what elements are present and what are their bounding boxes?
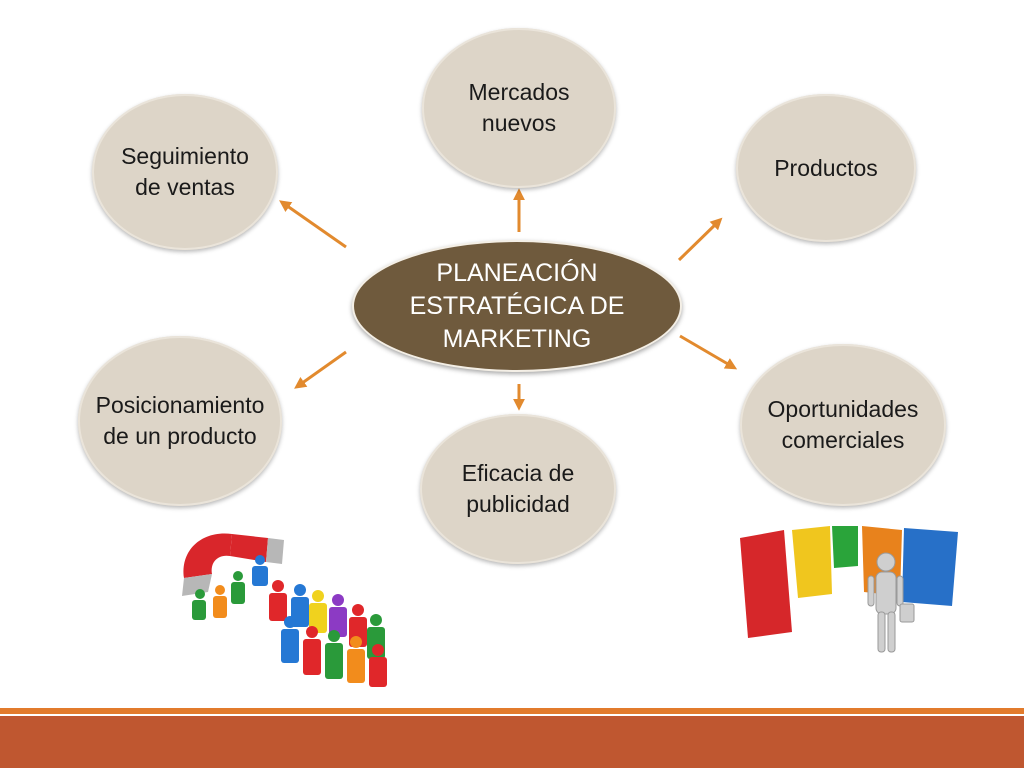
node-seguimiento-de-ventas: Seguimiento de ventas (92, 94, 278, 250)
people-crowd (192, 555, 387, 687)
arrow-to-posicionamiento-de-un-producto (294, 350, 347, 389)
node-productos: Productos (736, 94, 916, 242)
magnet-attracting-people-illustration (182, 533, 387, 687)
node-eficacia-de-publicidad: Eficacia de publicidad (420, 414, 616, 564)
center-node: PLANEACIÓN ESTRATÉGICA DE MARKETING (352, 240, 682, 372)
arrow-to-productos (677, 217, 723, 262)
footer-bar (0, 716, 1024, 768)
person-choosing-colored-doors-illustration (736, 522, 962, 666)
footer-accent-line (0, 708, 1024, 714)
arrow-to-seguimiento-de-ventas (279, 200, 347, 249)
node-mercados-nuevos: Mercados nuevos (422, 28, 616, 188)
node-posicionamiento-de-un-producto: Posicionamiento de un producto (78, 336, 282, 506)
node-oportunidades-comerciales: Oportunidades comerciales (740, 344, 946, 506)
arrow-to-oportunidades-comerciales (679, 334, 738, 370)
